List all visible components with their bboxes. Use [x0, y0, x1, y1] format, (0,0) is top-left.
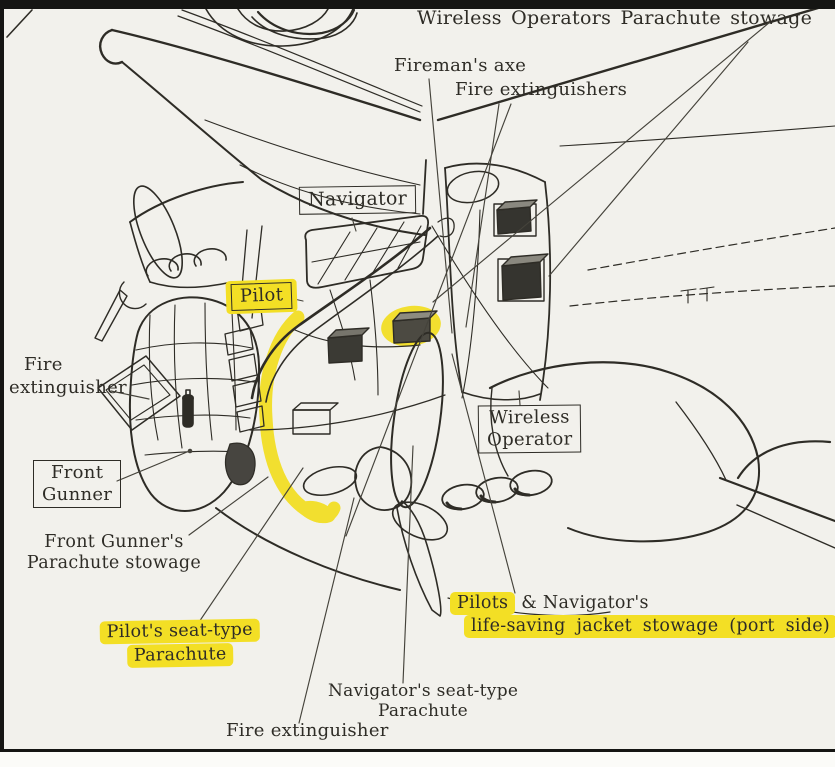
leader-pilot-parachute [196, 467, 304, 626]
jacket-stowage-line1-rest: & Navigator's [515, 593, 649, 613]
label-wireless-op-parachute-stowage: Wireless Operators Parachute stowage [417, 7, 813, 29]
port-wing [98, 9, 426, 236]
wireless-operator-line2: Operator [486, 428, 573, 451]
front-gunner-line1: Front [50, 462, 104, 483]
front-gunners-parachute-line1: Front Gunner's [44, 532, 184, 552]
navigators-parachute-line2: Parachute [377, 701, 469, 722]
label-firemans-axe: Fireman's axe [394, 55, 527, 76]
fire-extinguisher-bottle [182, 389, 194, 428]
port-engine [129, 181, 244, 289]
antenna-mast [422, 159, 427, 215]
leader-fire-ext-bottom [298, 497, 355, 724]
leader-fg-parachute [188, 476, 269, 536]
label-pilot: Pilot [225, 278, 298, 314]
cockpit-canopy [236, 215, 455, 431]
wireless-operator-line1: Wireless [489, 406, 570, 429]
bomb-aimer-panel [97, 355, 181, 431]
belly-line [215, 507, 401, 591]
leader-wop-stowage-1 [432, 21, 771, 303]
starboard-nacelle [441, 361, 835, 549]
leader-fire-ext-1 [465, 103, 500, 328]
wireless-operator-box: Wireless Operator [477, 404, 582, 454]
pilots-parachute-line2: Parachute [126, 642, 234, 668]
prop-blade-down [396, 500, 442, 617]
prop-blade-up [390, 331, 444, 509]
label-fire-extinguisher-left-line1: Fire [24, 354, 63, 375]
label-fire-extinguisher-bottom: Fire extinguisher [226, 720, 389, 741]
port-propeller [94, 185, 183, 342]
pilots-parachute-line1: Pilot's seat-type [99, 618, 261, 645]
highlight-curve-foot [298, 500, 336, 524]
leader-front-gunner [116, 451, 188, 482]
leader-wop-stowage-2 [548, 41, 749, 277]
label-front-gunners-parachute: Front Gunner's Parachute stowage [16, 532, 212, 574]
label-fire-extinguishers: Fire extinguishers [455, 79, 628, 100]
front-gunner-box: Front Gunner [33, 460, 122, 509]
leader-wireless-tick [518, 390, 521, 406]
prop-blade-right [391, 501, 449, 541]
navigators-parachute-line1: Navigator's seat-type [328, 681, 519, 701]
leader-jacket-stowage [451, 353, 516, 594]
label-pilots-parachute: Pilot's seat-type Parachute [90, 618, 271, 668]
leader-lines [110, 21, 771, 724]
leader-navigator-tick [351, 217, 357, 232]
scan-border-bottom [0, 749, 835, 752]
pilot-highlight: Pilot [225, 278, 298, 314]
navigator-box: Navigator [298, 185, 417, 215]
label-navigators-parachute: Navigator's seat-type Parachute [328, 681, 518, 722]
label-jacket-stowage: Pilots & Navigator's life-saving jacket … [450, 592, 835, 638]
scan-border-left [0, 0, 4, 752]
side-glazing [224, 327, 265, 433]
top-turret [205, 8, 358, 47]
leader-nav-parachute [402, 445, 414, 684]
leader-fire-ext-2 [345, 103, 512, 537]
page-margin [0, 752, 835, 767]
scan-border-top [0, 0, 835, 9]
cockpit-equipment [292, 310, 438, 435]
starboard-propeller [302, 331, 449, 617]
jacket-stowage-word-pilots: Pilots [450, 592, 516, 615]
front-gunners-parachute-line2: Parachute stowage [26, 553, 202, 573]
prop-blade-left [302, 465, 358, 497]
prop-spinner [354, 446, 413, 511]
front-gunner-seat [224, 442, 256, 486]
corner-tick [6, 9, 33, 38]
label-front-gunner: Front Gunner [33, 460, 122, 509]
leader-fire-ext-left [110, 390, 150, 400]
jacket-stowage-line2: life-saving jacket stowage (port side) [464, 614, 835, 638]
label-wireless-operator: Wireless Operator [477, 404, 582, 454]
nose-dome [128, 296, 611, 617]
pilot-box: Pilot [230, 281, 293, 311]
front-gunner-line2: Gunner [42, 483, 113, 505]
parachute-stowage-boxes [493, 199, 549, 302]
label-navigator: Navigator [298, 185, 417, 215]
label-fire-extinguisher-left-line2: extinguisher [9, 377, 127, 398]
leader-firemans-axe [428, 78, 453, 334]
